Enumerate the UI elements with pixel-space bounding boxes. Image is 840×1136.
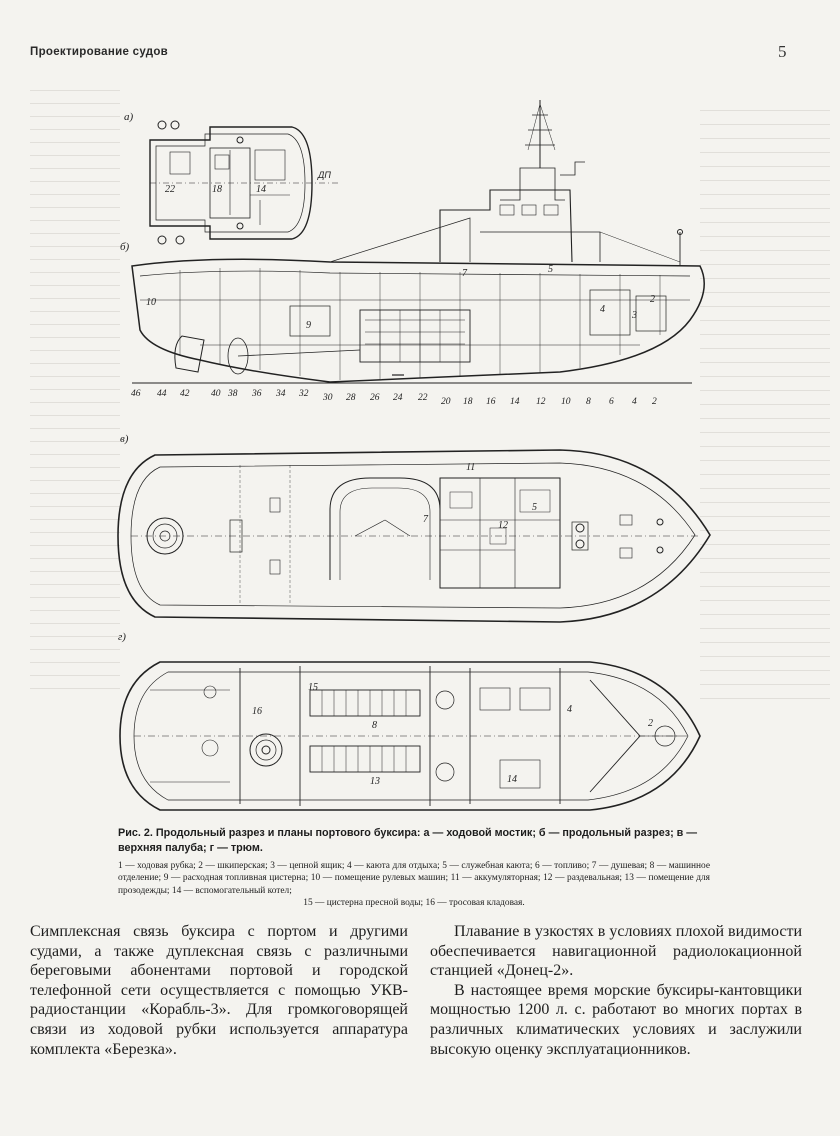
svg-text:4: 4 <box>567 704 572 715</box>
svg-text:13: 13 <box>370 776 380 787</box>
svg-text:8: 8 <box>586 397 591 407</box>
svg-text:18: 18 <box>212 184 222 195</box>
svg-text:6: 6 <box>609 397 614 407</box>
svg-text:10: 10 <box>146 297 156 308</box>
body-column-right: Плавание в узкостях в условиях плохой ви… <box>430 922 802 1059</box>
svg-text:18: 18 <box>463 397 473 407</box>
svg-text:44: 44 <box>157 389 167 399</box>
svg-text:14: 14 <box>256 184 266 195</box>
station-number-scale: 46 44 42 40 38 36 34 32 30 28 26 24 22 2… <box>131 389 657 407</box>
svg-text:22: 22 <box>418 393 428 403</box>
paragraph-communications: Симплексная связь буксира с портом и дру… <box>30 923 408 1058</box>
drawing-canvas: а) ДП 22 18 14 б) <box>117 100 711 811</box>
view-b-room-numbers: 10 9 7 5 4 2 3 <box>146 264 655 331</box>
view-b-longitudinal-section <box>131 100 705 384</box>
svg-text:16: 16 <box>252 706 262 717</box>
paragraph-navigation: Плавание в узкостях в условиях плохой ви… <box>430 923 803 980</box>
figure-legend: 1 — ходовая рубка; 2 — шкиперская; 3 — ц… <box>118 860 710 910</box>
svg-text:36: 36 <box>251 389 262 399</box>
view-g-room-numbers: 15 16 8 13 14 4 2 <box>252 682 653 787</box>
bleed-through-left <box>30 90 120 690</box>
svg-text:9: 9 <box>306 320 311 331</box>
tug-drawings-figure: а) ДП 22 18 14 б) <box>117 100 711 811</box>
svg-text:4: 4 <box>600 304 605 315</box>
running-title: Проектирование судов <box>30 46 169 58</box>
paragraph-operation: В настоящее время морские буксиры-кантов… <box>430 981 802 1058</box>
svg-text:5: 5 <box>532 502 537 513</box>
panel-label-g: г) <box>118 631 126 643</box>
svg-text:30: 30 <box>322 393 333 403</box>
legend-items-last: 15 — цистерна пресной воды; 16 — тросова… <box>303 898 525 909</box>
page-number: 5 <box>778 42 787 61</box>
svg-text:15: 15 <box>308 682 318 693</box>
svg-text:2: 2 <box>648 718 653 729</box>
centerline-label: ДП <box>317 170 331 180</box>
svg-text:22: 22 <box>165 184 175 195</box>
svg-text:12: 12 <box>536 397 546 407</box>
view-a-bridge-plan <box>149 120 340 245</box>
view-v-room-numbers: 11 7 5 12 <box>423 462 537 531</box>
svg-text:24: 24 <box>393 393 403 403</box>
svg-text:10: 10 <box>561 397 571 407</box>
svg-text:11: 11 <box>466 462 475 473</box>
svg-text:5: 5 <box>548 264 553 275</box>
svg-text:7: 7 <box>423 514 429 525</box>
svg-text:14: 14 <box>507 774 517 785</box>
svg-text:32: 32 <box>298 389 309 399</box>
svg-text:20: 20 <box>441 397 451 407</box>
svg-text:4: 4 <box>632 397 637 407</box>
bleed-through-right <box>700 110 830 710</box>
svg-text:34: 34 <box>275 389 286 399</box>
legend-items: 1 — ходовая рубка; 2 — шкиперская; 3 — ц… <box>118 861 710 896</box>
svg-text:28: 28 <box>346 393 356 403</box>
view-a-room-numbers: 22 18 14 <box>165 184 266 195</box>
view-v-upper-deck-plan <box>117 449 711 623</box>
svg-text:2: 2 <box>652 397 657 407</box>
svg-text:7: 7 <box>462 268 468 279</box>
panel-label-v: в) <box>120 433 129 445</box>
svg-text:46: 46 <box>131 389 141 399</box>
panel-label-b: б) <box>120 241 130 253</box>
svg-text:2: 2 <box>650 294 655 305</box>
view-g-hold-plan <box>119 661 701 811</box>
svg-text:8: 8 <box>372 720 377 731</box>
svg-text:40: 40 <box>211 389 221 399</box>
svg-text:12: 12 <box>498 520 508 531</box>
body-column-left: Симплексная связь буксира с портом и дру… <box>30 922 408 1059</box>
svg-text:3: 3 <box>631 310 637 321</box>
svg-text:42: 42 <box>180 389 190 399</box>
svg-text:38: 38 <box>227 389 238 399</box>
svg-text:26: 26 <box>370 393 380 403</box>
panel-label-a: а) <box>124 111 134 123</box>
svg-text:16: 16 <box>486 397 496 407</box>
svg-text:14: 14 <box>510 397 520 407</box>
figure-caption: Рис. 2. Продольный разрез и планы портов… <box>118 827 698 854</box>
